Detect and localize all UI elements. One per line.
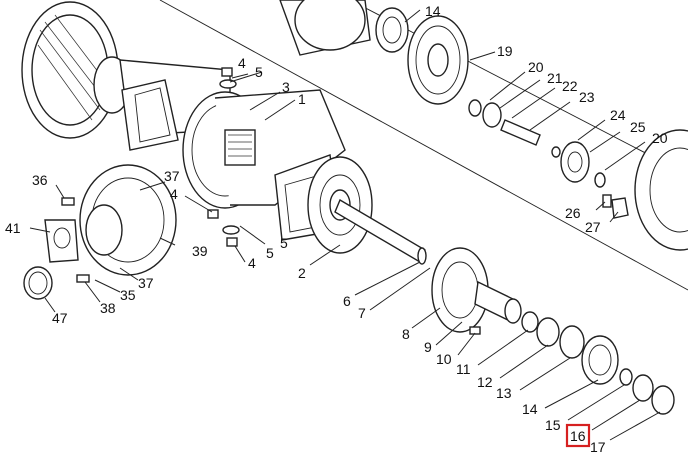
callout-14b: 14: [522, 401, 538, 417]
callout-4a: 4: [238, 55, 246, 71]
leader-lines: [29, 9, 661, 441]
callout-9: 9: [424, 339, 432, 355]
callout-5c: 5: [266, 245, 274, 261]
callout-20b: 20: [652, 130, 668, 146]
ring-gear-right: [634, 129, 688, 251]
callout-36: 36: [32, 172, 48, 188]
planetary-small-parts: [468, 99, 629, 219]
callout-3: 3: [282, 79, 290, 95]
planetary-carrier-top: [279, 0, 469, 105]
callout-6: 6: [343, 293, 351, 309]
callout-2: 2: [298, 265, 306, 281]
callout-10: 10: [436, 351, 452, 367]
highlight-box: [565, 423, 591, 448]
callout-22: 22: [562, 78, 578, 94]
callout-4b: 4: [170, 186, 178, 202]
callout-labels: 1 2 3 4 4 4 5 5 5 6 7 8 9 10 11 12 13 14…: [5, 3, 668, 455]
callout-13: 13: [496, 385, 512, 401]
wheel-hub-left: [21, 1, 131, 139]
callout-21: 21: [547, 70, 563, 86]
callout-25: 25: [630, 119, 646, 135]
callout-4c: 4: [248, 255, 256, 271]
callout-24: 24: [610, 107, 626, 123]
bearings-seals: [521, 311, 675, 415]
callout-8: 8: [402, 326, 410, 342]
callout-37a: 37: [164, 168, 180, 184]
callout-26: 26: [565, 205, 581, 221]
differential-housing: [182, 89, 346, 209]
callout-5a: 5: [255, 64, 263, 80]
callout-27: 27: [585, 219, 601, 235]
callout-35: 35: [120, 287, 136, 303]
callout-7: 7: [358, 305, 366, 321]
callout-1: 1: [298, 91, 306, 107]
callout-47: 47: [52, 310, 68, 326]
callout-38: 38: [100, 300, 116, 316]
callout-41: 41: [5, 220, 21, 236]
callout-23: 23: [579, 89, 595, 105]
callout-14a: 14: [425, 3, 441, 19]
callout-39: 39: [192, 243, 208, 259]
callout-20a: 20: [528, 59, 544, 75]
callout-12: 12: [477, 374, 493, 390]
callout-15: 15: [545, 417, 561, 433]
callout-17: 17: [590, 439, 606, 455]
axle-bracket-right: [274, 154, 373, 254]
callout-11: 11: [456, 361, 471, 377]
hub-flange: [431, 247, 522, 333]
bolts: [61, 67, 481, 335]
callout-16: 16: [570, 428, 586, 444]
callout-19: 19: [497, 43, 513, 59]
callout-37b: 37: [138, 275, 154, 291]
callout-5b: 5: [280, 235, 288, 251]
end-cover-left: [23, 164, 177, 300]
